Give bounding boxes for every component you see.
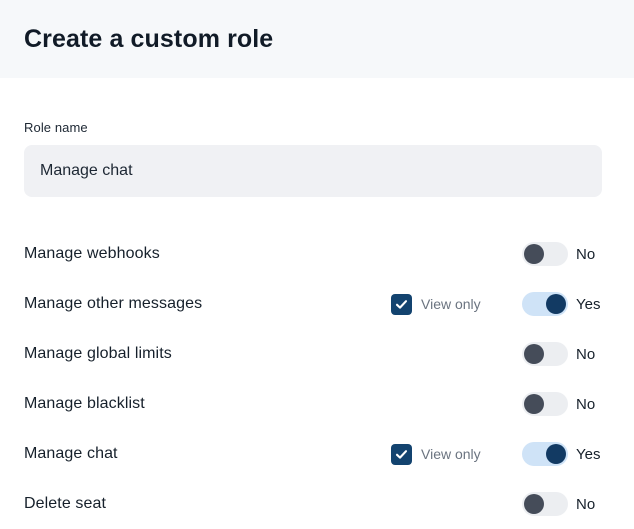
role-name-field-block: Role name — [24, 78, 610, 197]
toggle-knob — [546, 294, 566, 314]
toggle-knob — [524, 494, 544, 514]
toggle-state-text: Yes — [576, 295, 601, 313]
permission-label: Manage global limits — [24, 345, 172, 362]
toggle-knob — [546, 444, 566, 464]
permission-toggle[interactable] — [522, 342, 568, 366]
permission-label: Manage webhooks — [24, 245, 160, 262]
view-only-group[interactable]: View only — [391, 443, 481, 465]
permission-toggle[interactable] — [522, 442, 568, 466]
view-only-label: View only — [421, 446, 481, 462]
view-only-checkbox[interactable] — [391, 443, 412, 465]
permission-toggle[interactable] — [522, 492, 568, 516]
role-name-input[interactable] — [24, 145, 602, 197]
role-name-label: Role name — [24, 120, 88, 135]
permission-toggle[interactable] — [522, 242, 568, 266]
permission-row: Manage webhooksView onlyNo — [24, 229, 610, 279]
permission-row: Manage blacklistView onlyNo — [24, 379, 610, 429]
permission-row: Manage other messages View only Yes — [24, 279, 610, 329]
permission-toggle-group: Yes — [522, 442, 600, 466]
toggle-state-text: No — [576, 245, 596, 263]
permission-row: Delete seatView onlyNo — [24, 479, 610, 529]
toggle-state-text: No — [576, 495, 596, 513]
toggle-state-text: Yes — [576, 445, 601, 463]
permission-row: Manage global limitsView onlyNo — [24, 329, 610, 379]
toggle-state-text: No — [576, 395, 596, 413]
permission-toggle-group: No — [522, 492, 595, 516]
dialog-body: Role name Manage webhooksView onlyNoMana… — [0, 78, 634, 529]
view-only-group[interactable]: View only — [391, 293, 481, 315]
permission-toggle[interactable] — [522, 292, 568, 316]
toggle-knob — [524, 344, 544, 364]
permission-label: Delete seat — [24, 495, 107, 512]
toggle-state-text: No — [576, 345, 596, 363]
permission-toggle-group: No — [522, 342, 595, 366]
view-only-checkbox[interactable] — [391, 293, 412, 315]
permission-toggle-group: Yes — [522, 292, 600, 316]
permission-label: Manage chat — [24, 445, 118, 462]
toggle-knob — [524, 394, 544, 414]
permission-row: Manage chat View only Yes — [24, 429, 610, 479]
check-icon — [395, 299, 408, 309]
dialog-header: Create a custom role — [0, 0, 634, 78]
permission-label: Manage other messages — [24, 295, 203, 312]
permission-toggle-group: No — [522, 242, 595, 266]
check-icon — [395, 449, 408, 459]
permission-toggle-group: No — [522, 392, 595, 416]
permission-toggle[interactable] — [522, 392, 568, 416]
view-only-label: View only — [421, 296, 481, 312]
toggle-knob — [524, 244, 544, 264]
page-title: Create a custom role — [24, 24, 274, 53]
permissions-list: Manage webhooksView onlyNoManage other m… — [24, 229, 610, 529]
permission-label: Manage blacklist — [24, 395, 145, 412]
